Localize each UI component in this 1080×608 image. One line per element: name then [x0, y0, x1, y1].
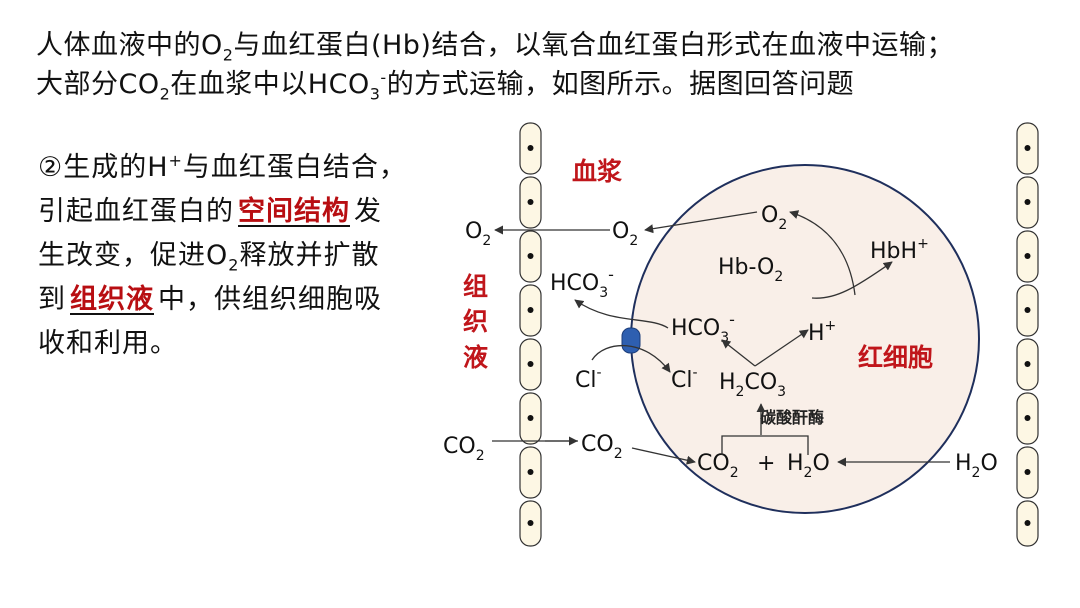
membrane-channel [621, 327, 641, 354]
o2-cell-label: O2 [761, 203, 787, 233]
arrow-to-h-plus [754, 329, 809, 367]
cl-plasma-label: Cl- [575, 365, 602, 393]
intro-line-2: 大部分CO2在血浆中以HCO3-的方式运输，如图所示。据图回答问题 [36, 68, 855, 104]
h2o-cell-label: H2O [787, 451, 830, 481]
question-line-4: 到组织液中，供组织细胞吸 [38, 284, 382, 315]
cl-cell-label: Cl- [671, 365, 698, 393]
plasma-label: 血浆 [572, 157, 622, 186]
arrow-co2-into-cell [631, 447, 696, 465]
o2-plasma-label: O2 [612, 219, 638, 249]
intro-line-1: 人体血液中的O2与血红蛋白(Hb)结合，以氧合血红蛋白形式在血液中运输； [36, 30, 954, 65]
arrow-to-hbh [811, 261, 893, 299]
reaction-bracket [721, 435, 809, 455]
question-line-3: 生改变，促进O2释放并扩散 [38, 240, 380, 275]
carbonic-anhydrase-label: 碳酸酐酶 [760, 408, 824, 427]
reaction-arrows [492, 210, 950, 467]
question-line-5: 收和利用。 [38, 328, 178, 359]
co2-tissue-label: CO2 [443, 434, 485, 464]
tissue-fluid-label-2: 织 [463, 307, 488, 336]
co2-cell-label: CO2 [697, 451, 739, 481]
hb-o2-label: Hb-O2 [718, 255, 783, 285]
plus-sign: + [757, 451, 775, 476]
question-line-1: ②生成的H+与血红蛋白结合， [38, 151, 407, 183]
h-plus-label: H+ [808, 318, 836, 346]
arrow-hbo2-to-o2 [789, 210, 856, 296]
arrow-to-hco3 [721, 339, 756, 367]
hco3-plasma-label: HCO3- [550, 265, 614, 301]
hbh-label: HbH+ [870, 236, 929, 264]
hco3-cell-label: HCO3- [671, 310, 735, 346]
co2-plasma-label: CO2 [581, 432, 623, 462]
answer-tissue-fluid: 组织液 [70, 284, 154, 315]
arrow-o2-release [644, 211, 758, 234]
tissue-fluid-label-1: 组 [463, 272, 488, 301]
red-blood-cell-label: 红细胞 [858, 343, 933, 372]
intro-text: 人体血液中的O2与血红蛋白(Hb)结合，以氧合血红蛋白形式在血液中运输； 大部分… [36, 26, 1066, 104]
question-text: ②生成的H+与血红蛋白结合， 引起血红蛋白的空间结构发 生改变，促进O2释放并扩… [38, 146, 458, 366]
arrow-cl-in [591, 344, 671, 373]
capillary-wall-right [1016, 122, 1039, 547]
capillary-wall-left [519, 122, 542, 547]
tissue-fluid-label-3: 液 [463, 343, 488, 372]
arrow-hco3-out [574, 299, 669, 329]
h2co3-label: H2CO3 [719, 370, 786, 400]
o2-tissue-label: O2 [465, 219, 491, 249]
h2o-outside-label: H2O [955, 451, 998, 481]
question-line-2: 引起血红蛋白的空间结构发 [38, 196, 382, 227]
answer-spatial-structure: 空间结构 [238, 196, 350, 227]
